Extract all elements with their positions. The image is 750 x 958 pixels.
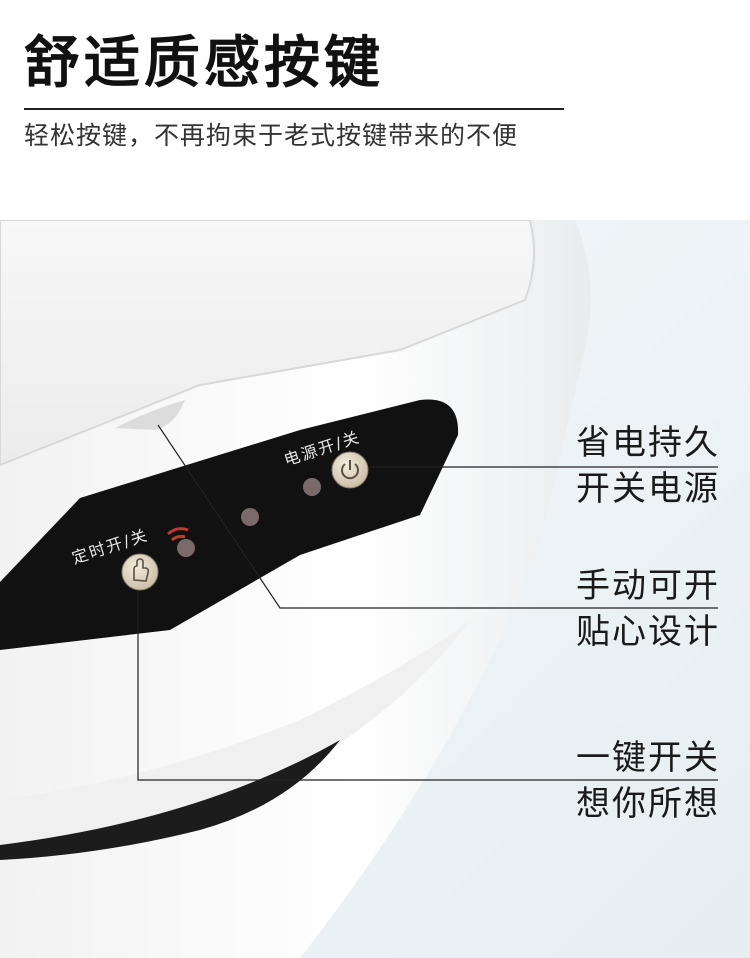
header: 舒适质感按键 轻松按键，不再拘束于老式按键带来的不便 (24, 28, 564, 154)
rim-highlight (0, 620, 470, 850)
feature-manual: 手动可开 贴心设计 (576, 563, 720, 655)
indicator-light (177, 539, 195, 557)
power-button[interactable] (331, 451, 369, 489)
indicator-light (241, 508, 259, 526)
feature-desc: 开关电源 (576, 469, 720, 509)
trash-can-illustration (0, 220, 750, 958)
product-scene: 电源开/关 定时开/关 (0, 220, 750, 958)
feature-desc: 贴心设计 (576, 612, 720, 652)
feature-onekey: 一键开关 想你所想 (576, 735, 720, 827)
callout-line-timer (137, 578, 718, 781)
feature-title: 省电持久 (576, 423, 720, 463)
callout-line-hand (157, 424, 718, 609)
page-subtitle: 轻松按键，不再拘束于老式按键带来的不便 (24, 121, 519, 150)
sensor-icon (167, 527, 189, 542)
title-divider (24, 108, 564, 110)
feature-power: 省电持久 开关电源 (576, 420, 720, 512)
can-lid (0, 220, 535, 467)
hand-icon (133, 558, 150, 582)
timer-button[interactable] (121, 553, 159, 591)
rim-shadow (0, 740, 340, 860)
feature-desc: 想你所想 (576, 784, 720, 824)
lid-notch (115, 400, 185, 430)
page-title: 舒适质感按键 (24, 31, 384, 96)
feature-title: 手动可开 (576, 566, 720, 606)
indicator-light (303, 478, 321, 496)
power-icon (341, 463, 359, 480)
feature-title: 一键开关 (576, 738, 720, 778)
